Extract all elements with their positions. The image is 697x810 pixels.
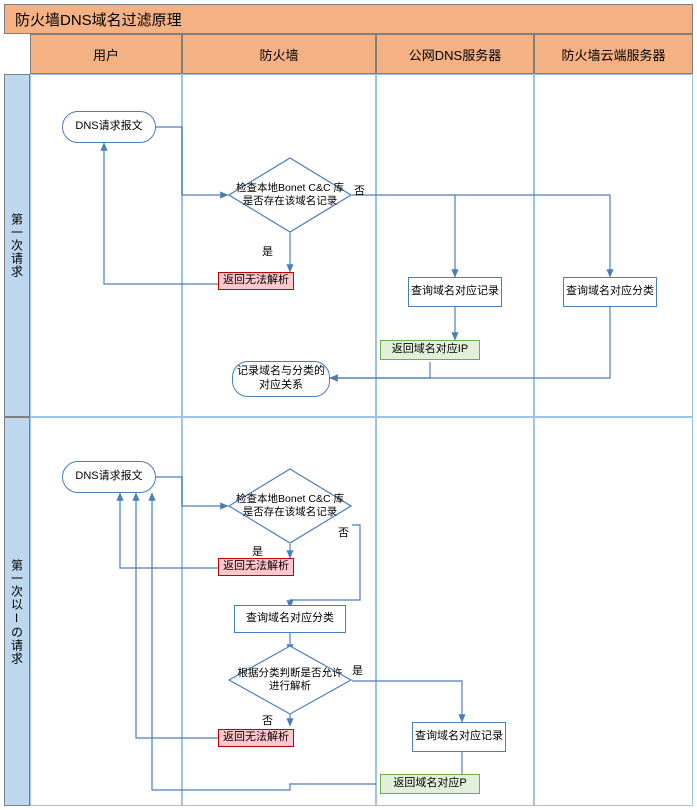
edge-label-yes-3: 是 [352, 665, 363, 677]
note-cannot-resolve-subsequent-1: 返回无法解析 [218, 558, 294, 576]
column-header-cloud: 防火墙云端服务器 [534, 34, 693, 74]
node-dns-request-first[interactable]: DNS请求报文 [62, 111, 156, 143]
node-category-allow-resolve-text: 根据分类判断是否允许进行解析 [237, 667, 343, 692]
row-label-subsequent-request-text: 第一次以Iの请求 [9, 558, 24, 665]
decision-shape [228, 157, 352, 233]
lane-first-public-dns [376, 74, 534, 417]
row-label-first-request-text: 第一次请求 [9, 213, 24, 278]
row-label-subsequent-request: 第一次以Iの请求 [4, 417, 30, 806]
decision-shape [228, 645, 352, 715]
decision-shape [228, 468, 352, 544]
node-dns-request-subsequent[interactable]: DNS请求报文 [62, 461, 156, 493]
node-record-domain-category-mapping[interactable]: 记录域名与分类的对应关系 [232, 361, 330, 397]
node-query-domain-record-subsequent[interactable]: 查询域名对应记录 [412, 722, 506, 752]
diagram-title: 防火墙DNS域名过滤原理 [4, 4, 693, 34]
node-check-local-bonet-subsequent[interactable]: 检查本地Bonet C&C 库是否存在该域名记录 [228, 468, 352, 544]
column-header-public-dns: 公网DNS服务器 [376, 34, 534, 74]
lane-subsequent-cloud [534, 417, 693, 806]
row-label-first-request: 第一次请求 [4, 74, 30, 417]
note-return-domain-ip-subsequent: 返回域名对应P [380, 774, 480, 794]
column-header-firewall: 防火墙 [182, 34, 376, 74]
note-cannot-resolve-subsequent-2: 返回无法解析 [218, 729, 294, 747]
lane-first-cloud [534, 74, 693, 417]
edge-label-yes-2: 是 [252, 546, 263, 558]
note-cannot-resolve-first: 返回无法解析 [218, 272, 294, 290]
edge-label-no-1: 否 [354, 185, 365, 197]
node-query-domain-record-first[interactable]: 查询域名对应记录 [408, 277, 502, 307]
node-query-domain-category-subsequent[interactable]: 查询域名对应分类 [234, 605, 346, 633]
edge-label-no-3: 否 [262, 715, 273, 727]
column-header-user: 用户 [30, 34, 182, 74]
note-return-domain-ip-first: 返回域名对应IP [380, 340, 480, 360]
node-query-domain-category-first[interactable]: 查询域名对应分类 [563, 277, 657, 307]
edge-label-no-2: 否 [338, 527, 349, 539]
node-check-local-bonet-first[interactable]: 检查本地Bonet C&C 库是否存在该域名记录 [228, 157, 352, 233]
node-check-local-bonet-first-text: 检查本地Bonet C&C 库是否存在该域名记录 [236, 182, 344, 207]
edge-label-yes-1: 是 [262, 246, 273, 258]
node-category-allow-resolve[interactable]: 根据分类判断是否允许进行解析 [228, 645, 352, 715]
node-check-local-bonet-subsequent-text: 检查本地Bonet C&C 库是否存在该域名记录 [236, 493, 344, 518]
